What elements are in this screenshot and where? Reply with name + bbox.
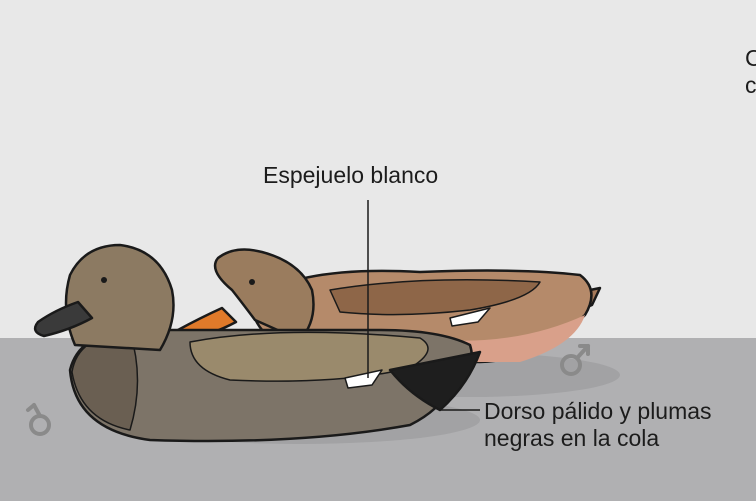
female-eye: [249, 279, 255, 285]
male-speculum: [344, 369, 383, 389]
back-label-line2: negras en la cola: [484, 425, 660, 451]
speculum-label: Espejuelo blanco: [263, 162, 439, 188]
back-label-line1: Dorso pálido y plumas: [484, 398, 712, 424]
female-duck: [173, 248, 602, 364]
male-eye: [101, 277, 107, 283]
female-wing: [329, 279, 541, 316]
female-speculum: [449, 307, 491, 327]
back-label: Dorso pálido y plumas negras en la cola: [484, 398, 712, 452]
cropped-label-line2: c: [745, 72, 756, 98]
cropped-label-line1: C: [745, 45, 756, 71]
male-symbol-icon: [26, 403, 51, 436]
female-symbol-icon: [560, 344, 590, 376]
female-head: [213, 248, 315, 342]
male-tail: [388, 350, 482, 412]
cropped-label: C c: [745, 45, 756, 99]
male-bill: [33, 300, 94, 338]
male-head: [64, 243, 175, 352]
female-belly: [440, 315, 585, 362]
